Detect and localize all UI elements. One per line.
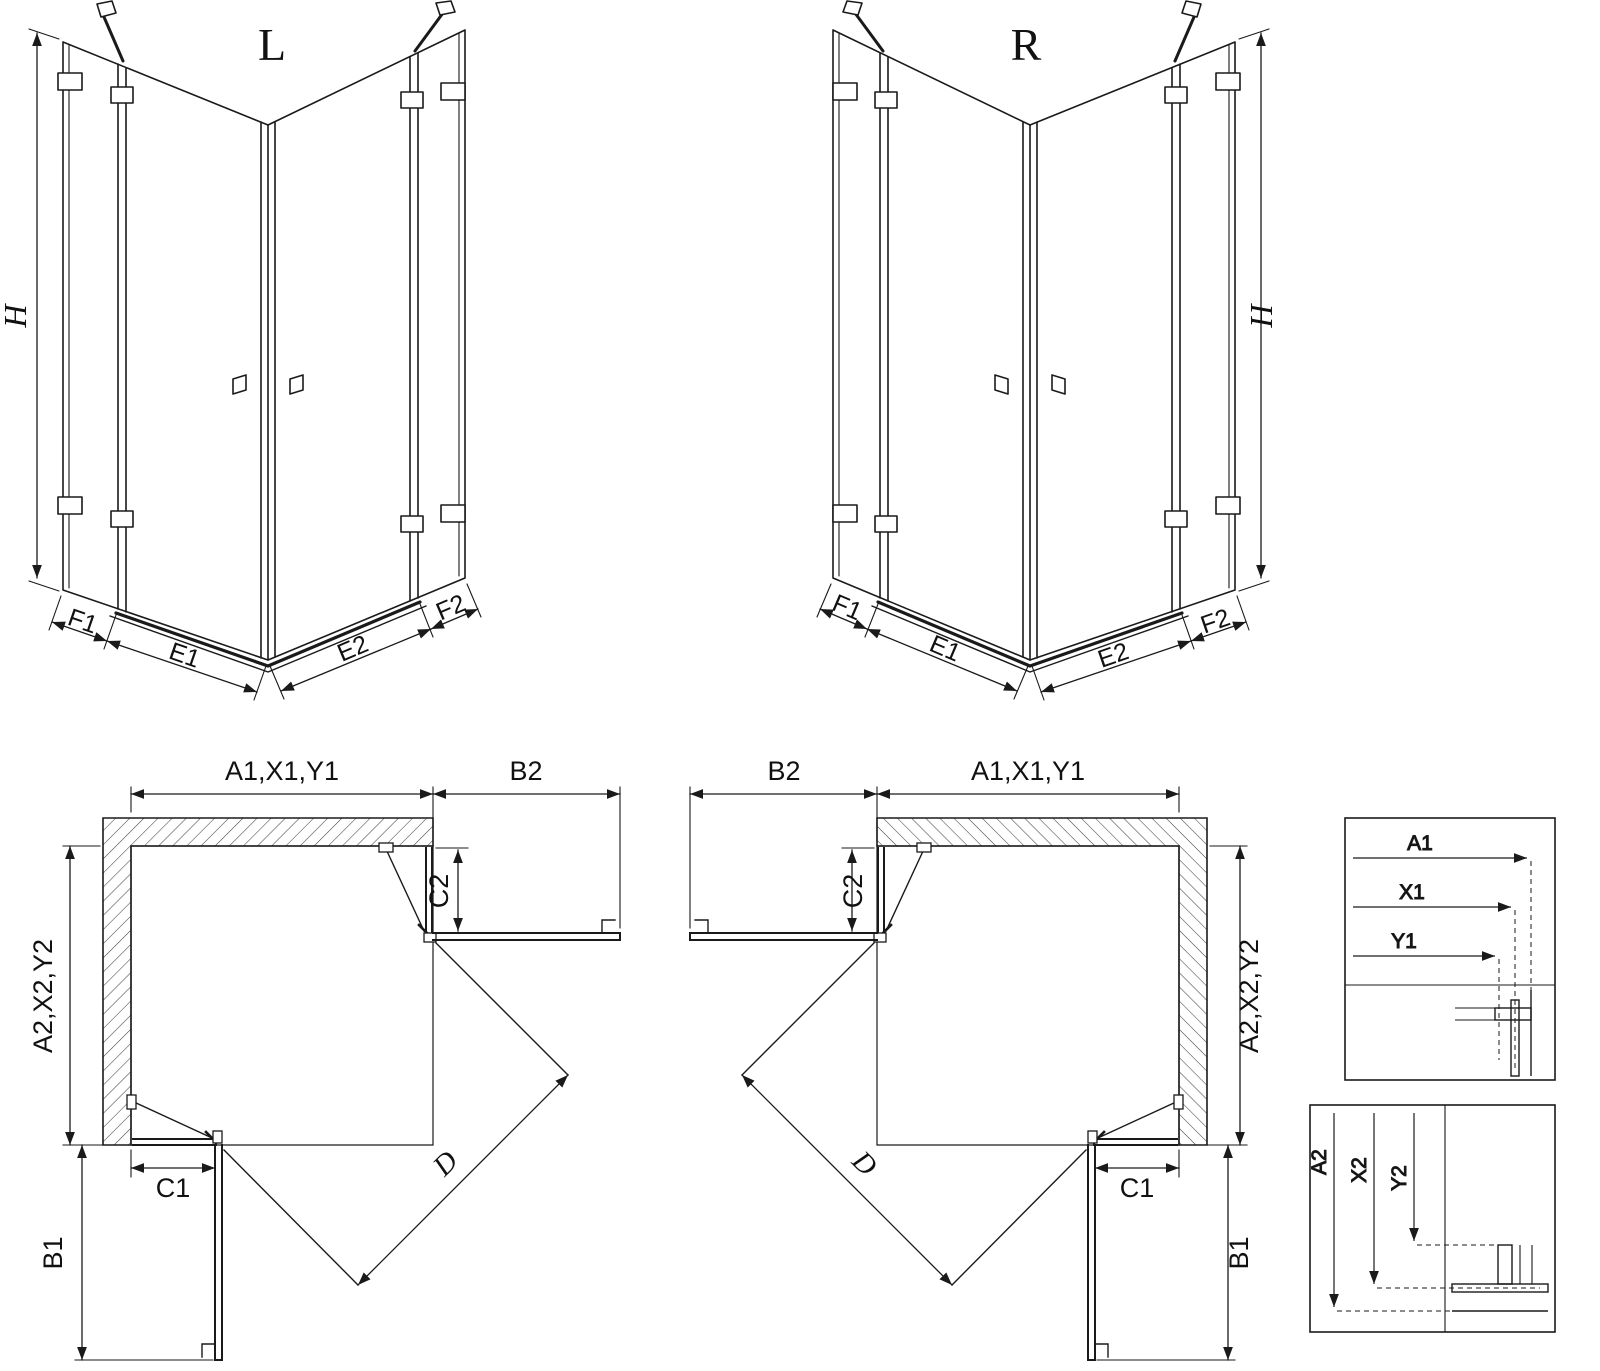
detail-top-label-a1: A1 [1407, 832, 1433, 855]
detail-bottom-label-a2: A2 [1308, 1149, 1331, 1175]
plan-label-c1-right: C1 [1120, 1173, 1155, 1203]
dim-label-f1-left: F1 [64, 603, 101, 639]
plan-geometry-right [690, 787, 1247, 1360]
perspective-geometry-right [817, 1, 1269, 700]
detail-top-label-y1: Y1 [1391, 930, 1417, 953]
detail-bottom-frame [1309, 1104, 1556, 1333]
plan-view-right: A1,X1,Y1 B2 A2,X2,Y2 B1 C1 C2 D [690, 756, 1264, 1360]
perspective-view-left: L H F1 E1 E2 F2 [0, 1, 481, 700]
detail-panel-bottom: A2 X2 Y2 [1308, 1104, 1556, 1333]
detail-top-label-x1: X1 [1399, 881, 1425, 904]
plan-label-a2-left: A2,X2,Y2 [28, 939, 58, 1053]
plan-label-c2-left: C2 [424, 874, 454, 909]
dim-label-h-right: H [1243, 303, 1279, 329]
view-label-left: L [258, 19, 286, 70]
perspective-view-right: R H F2 E2 E1 F1 [817, 1, 1279, 700]
detail-bottom-label-y2: Y2 [1388, 1165, 1411, 1191]
plan-label-b1-left: B1 [38, 1236, 68, 1269]
perspective-geometry-left [29, 1, 481, 700]
detail-top-frame [1344, 817, 1556, 1081]
plan-label-a2-right: A2,X2,Y2 [1234, 939, 1264, 1053]
plan-label-a1-right: A1,X1,Y1 [971, 756, 1085, 786]
plan-geometry-left [63, 787, 620, 1360]
plan-label-a1-left: A1,X1,Y1 [225, 756, 339, 786]
detail-bottom-label-x2: X2 [1348, 1157, 1371, 1183]
plan-label-b1-right: B1 [1224, 1236, 1254, 1269]
dim-label-f2-left: F2 [432, 589, 470, 626]
detail-panel-top: A1 X1 Y1 [1344, 817, 1556, 1081]
view-label-right: R [1011, 19, 1042, 70]
plan-label-d-right: D [845, 1144, 883, 1182]
plan-label-d-left: D [426, 1145, 464, 1183]
dim-label-f2-right: F2 [1197, 603, 1234, 639]
dim-label-h-left: H [0, 303, 33, 329]
plan-label-b2-right: B2 [767, 756, 800, 786]
plan-label-c1-left: C1 [156, 1173, 191, 1203]
dim-label-f1-right: F1 [828, 589, 866, 626]
plan-view-left: A1,X1,Y1 B2 A2,X2,Y2 B1 C1 C2 D [28, 756, 620, 1360]
detail-bottom-profile [1451, 1244, 1549, 1312]
detail-top-profile [1455, 990, 1532, 1077]
plan-label-c2-right: C2 [838, 874, 868, 909]
plan-label-b2-left: B2 [509, 756, 542, 786]
